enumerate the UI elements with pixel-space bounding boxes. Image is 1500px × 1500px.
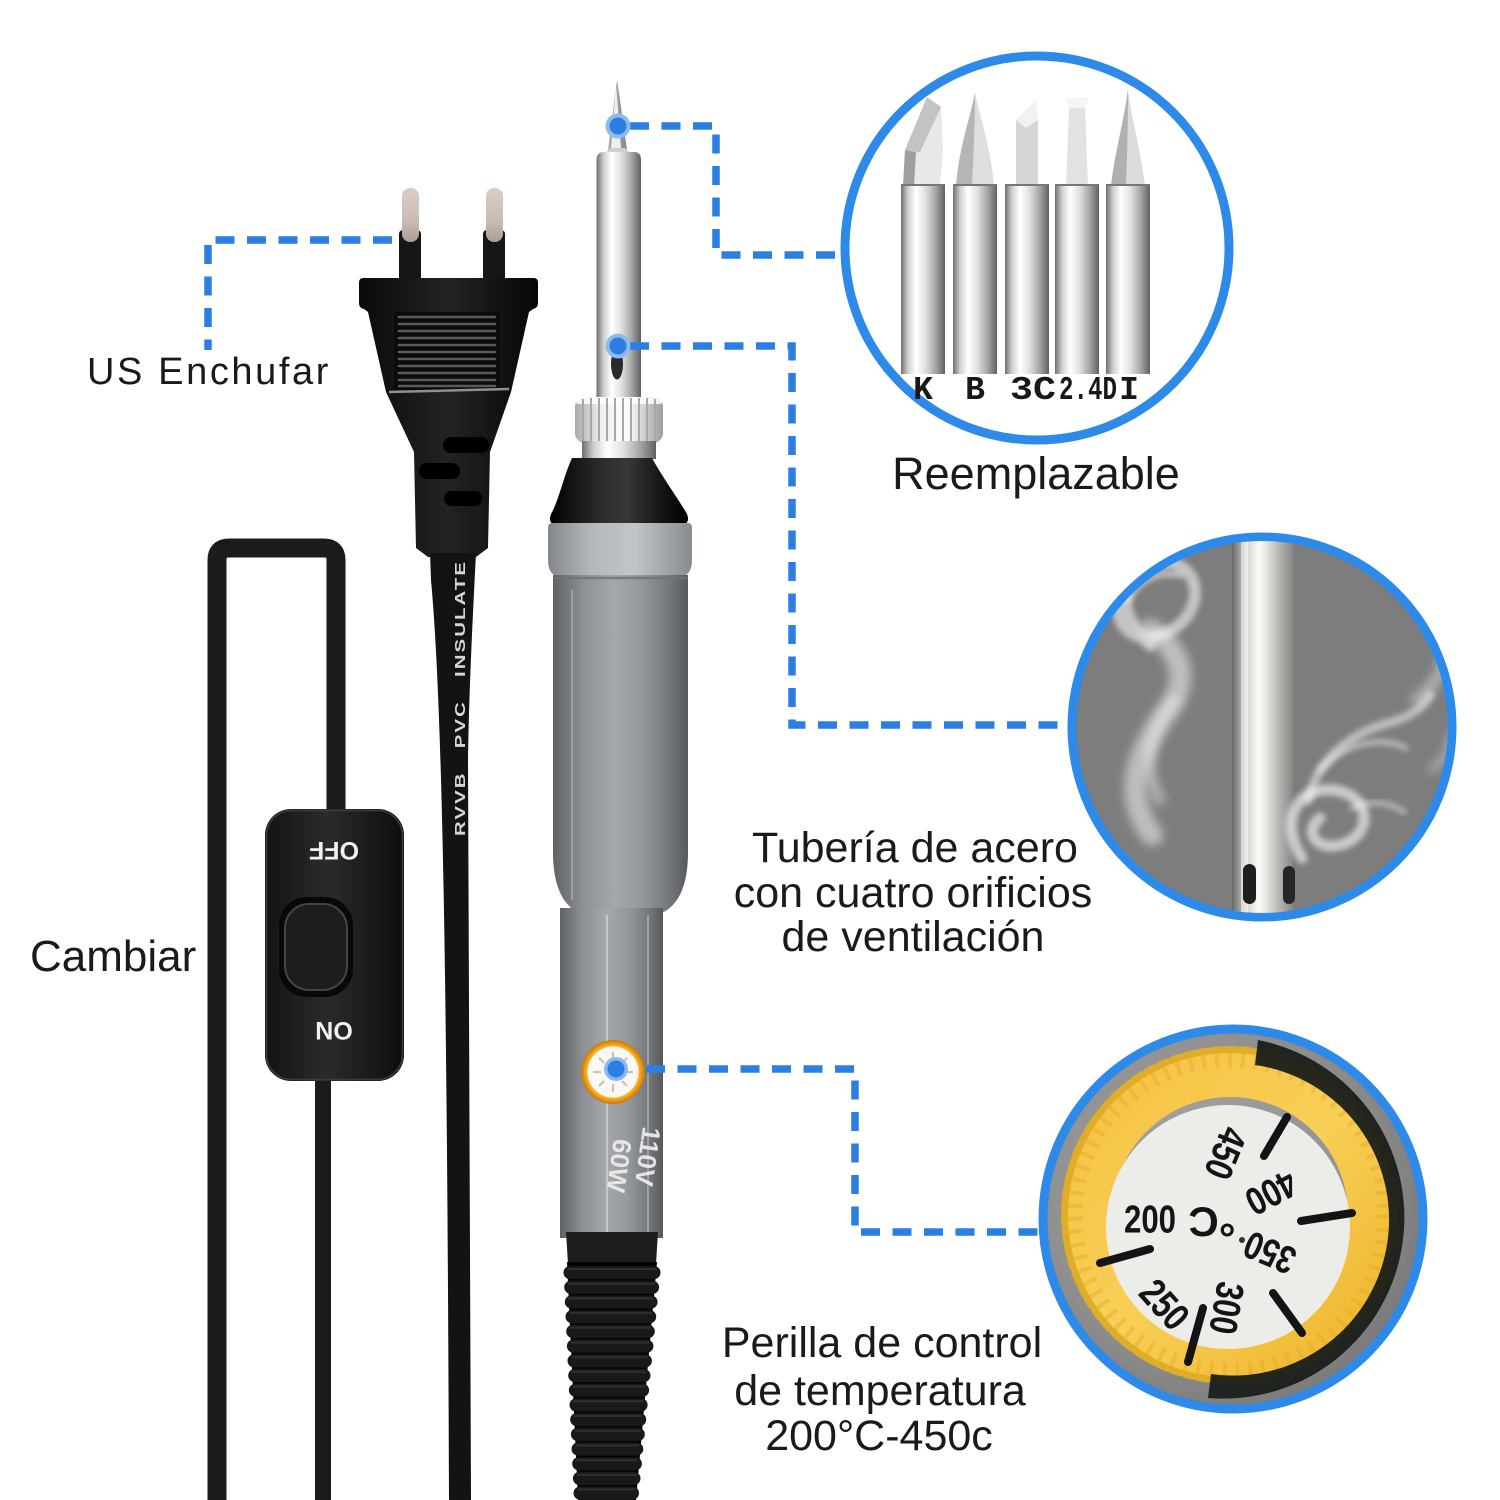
svg-text:de temperatura: de temperatura [734,1367,1026,1415]
svg-text:B: B [965,372,985,409]
svg-text:Cambiar: Cambiar [30,932,196,981]
svg-text:Reemplazable: Reemplazable [892,448,1180,499]
svg-text:60W: 60W [601,1137,638,1195]
svg-text:con cuatro orificios: con cuatro orificios [734,869,1093,917]
svg-text:Perilla de control: Perilla de control [722,1319,1042,1367]
svg-text:RVVB PVC INSULATE: RVVB PVC INSULATE [452,560,469,836]
svg-text:de ventilación: de ventilación [782,913,1045,961]
svg-text:300: 300 [1200,1279,1251,1338]
svg-text:Tubería de acero: Tubería de acero [752,824,1078,872]
svg-text:US Enchufar: US Enchufar [87,351,331,393]
svg-text:200°C-450c: 200°C-450c [765,1412,993,1460]
svg-text:200: 200 [1124,1198,1176,1241]
svg-text:I: I [1119,372,1139,409]
svg-text:2.4D: 2.4D [1059,372,1117,409]
svg-text:3C: 3C [1010,372,1056,409]
svg-text:°C: °C [1188,1199,1235,1246]
svg-text:ON: ON [315,1016,353,1044]
svg-text:K: K [913,372,933,409]
svg-text:OFF: OFF [309,836,359,864]
